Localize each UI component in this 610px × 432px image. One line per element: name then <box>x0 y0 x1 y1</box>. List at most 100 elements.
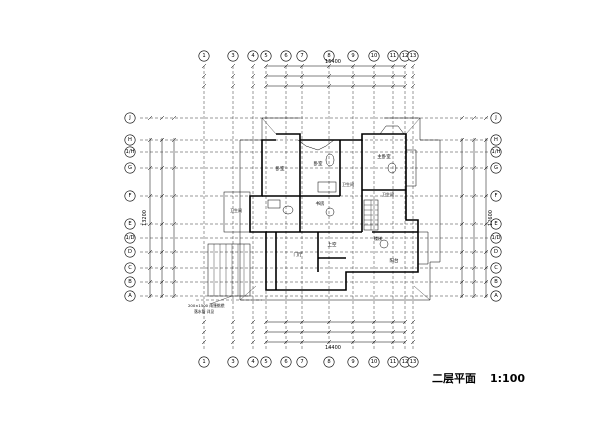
interior-walls <box>262 140 418 290</box>
axis-bubble-left-J: J <box>124 112 136 124</box>
svg-text:8: 8 <box>327 359 330 365</box>
svg-text:1/H: 1/H <box>492 149 501 155</box>
axis-bubble-bottom-11: 11 <box>387 356 399 368</box>
room-label-bath-left: 卫生间 <box>230 207 242 213</box>
svg-text:12: 12 <box>402 53 409 59</box>
svg-text:9: 9 <box>351 53 354 59</box>
left-total-dimension: 13200 <box>142 210 148 226</box>
room-labels: 卧室 卧室 主卧室 卫生间 卫生间 书房 门厅 上空 楼梯 阳台 卫生间 <box>230 153 399 264</box>
svg-text:5: 5 <box>264 359 267 365</box>
svg-text:1/H: 1/H <box>126 149 135 155</box>
axis-bubble-right-B: B <box>490 276 502 288</box>
axis-bubble-left-G: G <box>124 162 136 174</box>
axis-bubble-right-A: A <box>490 290 502 302</box>
svg-text:1: 1 <box>202 53 205 59</box>
svg-text:A: A <box>128 293 132 299</box>
axis-bubble-right-E: E <box>490 218 502 230</box>
exterior-walls <box>249 133 419 291</box>
axis-bubble-right-C: C <box>490 262 502 274</box>
svg-text:5: 5 <box>264 53 267 59</box>
stair <box>363 199 379 231</box>
axis-bubble-bottom-6: 6 <box>280 356 292 368</box>
axis-bubble-top-7: 7 <box>296 50 308 62</box>
axis-bubble-bottom-10: 10 <box>368 356 380 368</box>
axis-bubble-top-9: 9 <box>347 50 359 62</box>
top-total-dimension: 15400 <box>325 59 341 65</box>
axis-bubble-left-H: H <box>124 134 136 146</box>
room-label-hall: 门厅 <box>294 251 303 258</box>
axis-bubble-bottom-1: 1 <box>198 356 210 368</box>
axis-bubble-right-extra-0: 1/H <box>490 146 502 158</box>
axis-bubble-top-1: 1 <box>198 50 210 62</box>
room-label-master: 主卧室 <box>377 153 391 160</box>
roof-outline <box>239 117 441 301</box>
axis-bubble-top-8: 8 <box>323 50 335 62</box>
dimension-ticks <box>147 63 489 345</box>
room-label-bedroom-b: 卧室 <box>314 160 323 167</box>
svg-text:E: E <box>128 221 131 227</box>
axis-bubble-left-E: E <box>124 218 136 230</box>
axis-bubble-left-extra-0: 1/H <box>124 146 136 158</box>
room-label-study: 书房 <box>316 200 325 207</box>
svg-text:6: 6 <box>284 53 287 59</box>
svg-text:8: 8 <box>327 53 330 59</box>
svg-text:F: F <box>129 193 132 199</box>
room-label-bath-b: 卫生间 <box>382 191 394 197</box>
svg-text:7: 7 <box>300 53 303 59</box>
room-label-stair: 楼梯 <box>374 235 382 241</box>
svg-text:E: E <box>494 221 497 227</box>
svg-text:F: F <box>495 193 498 199</box>
axis-bubble-right-J: J <box>490 112 502 124</box>
axis-bubble-top-3: 3 <box>227 50 239 62</box>
svg-text:6: 6 <box>284 359 287 365</box>
svg-text:10: 10 <box>371 53 378 59</box>
note-canopy: 200×1500 雨篷挑檐 <box>188 303 225 308</box>
svg-text:A: A <box>494 293 498 299</box>
room-label-balcony: 阳台 <box>390 257 399 264</box>
svg-text:H: H <box>494 137 498 143</box>
svg-text:1: 1 <box>202 359 205 365</box>
axis-bubble-top-11: 11 <box>387 50 399 62</box>
svg-text:9: 9 <box>351 359 354 365</box>
svg-text:4: 4 <box>251 53 255 59</box>
svg-text:G: G <box>494 165 498 171</box>
top-bay-window <box>297 125 405 151</box>
axis-bubble-left-extra-1: 1/D <box>124 232 136 244</box>
axis-bubble-right-F: F <box>490 190 502 202</box>
room-label-bath-a: 卫生间 <box>342 181 354 187</box>
note-downpipe: 落水管 详见 <box>194 309 214 314</box>
axis-bubble-top-4: 4 <box>247 50 259 62</box>
svg-text:7: 7 <box>300 359 303 365</box>
axis-bubble-right-G: G <box>490 162 502 174</box>
svg-text:G: G <box>128 165 132 171</box>
axis-bubble-top-6: 6 <box>280 50 292 62</box>
svg-text:12: 12 <box>402 359 409 365</box>
svg-text:3: 3 <box>231 53 234 59</box>
bathroom-fixtures <box>267 153 397 249</box>
svg-text:10: 10 <box>371 359 378 365</box>
axis-bubble-right-extra-1: 1/D <box>490 232 502 244</box>
svg-text:C: C <box>128 265 132 271</box>
axis-bubble-bottom-8: 8 <box>323 356 335 368</box>
axis-bubble-bottom-13: 13 <box>407 356 419 368</box>
svg-text:13: 13 <box>410 359 417 365</box>
svg-text:D: D <box>128 249 132 255</box>
left-terrace <box>196 191 262 301</box>
axis-bubble-top-10: 10 <box>368 50 380 62</box>
right-total-dimension: 12600 <box>488 210 494 226</box>
svg-text:J: J <box>494 115 497 121</box>
right-bay <box>406 149 429 265</box>
svg-text:11: 11 <box>390 53 397 59</box>
axis-bubble-bottom-5: 5 <box>260 356 272 368</box>
axis-bubble-right-H: H <box>490 134 502 146</box>
axis-bubble-left-A: A <box>124 290 136 302</box>
axis-bubble-bottom-3: 3 <box>227 356 239 368</box>
svg-text:C: C <box>494 265 498 271</box>
axis-bubble-right-D: D <box>490 246 502 258</box>
axis-bubble-top-5: 5 <box>260 50 272 62</box>
bottom-total-dimension: 14400 <box>325 345 341 351</box>
svg-text:1/D: 1/D <box>491 235 500 241</box>
